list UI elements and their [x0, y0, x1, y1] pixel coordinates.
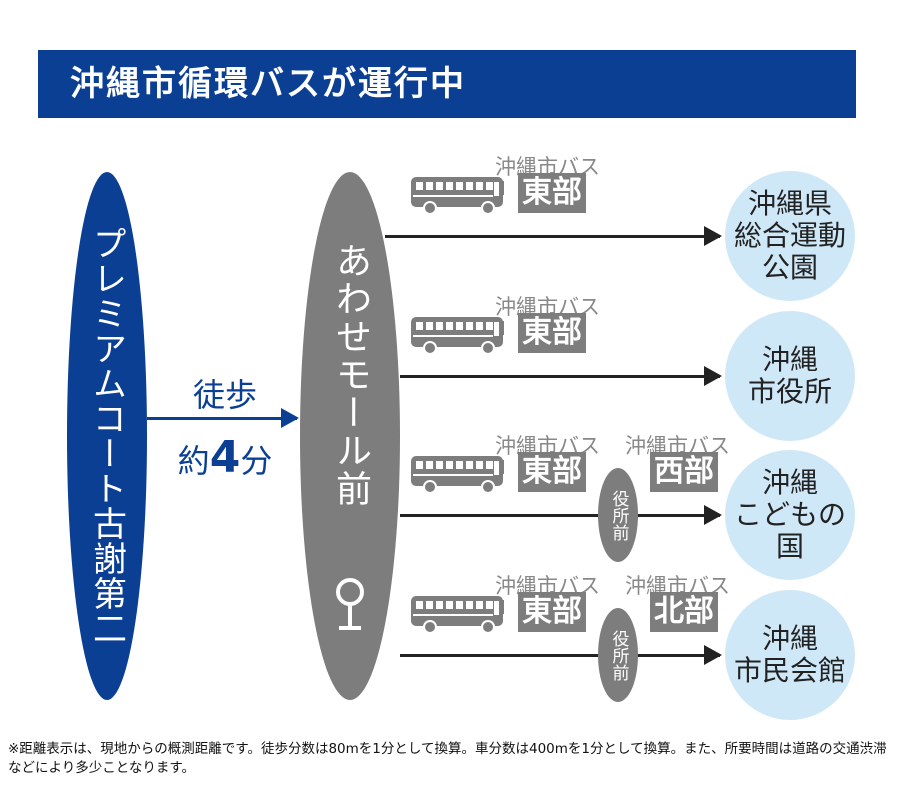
walk-arrow [147, 408, 299, 428]
walk-unit: 分 [240, 442, 273, 480]
bus-stop-icon [336, 578, 364, 630]
transfer-stop: 役所前 [598, 608, 638, 702]
hub-name: あわせモール前 [330, 242, 371, 508]
hub-stop: あわせモール前 [300, 172, 400, 700]
line-badge: 東部 [518, 452, 586, 492]
route-arrow [400, 505, 722, 525]
walk-minutes: 4 [209, 432, 241, 483]
line-badge: 東部 [518, 313, 586, 353]
origin-property: プレミアムコート古謝第二 [67, 172, 147, 700]
route-arrow [400, 645, 722, 665]
bus-icon [410, 454, 506, 500]
line-badge-2: 北部 [650, 592, 718, 632]
page-title: 沖縄市循環バスが運行中 [38, 50, 856, 118]
walk-label: 徒歩 [192, 376, 257, 414]
transfer-stop: 役所前 [598, 468, 638, 562]
route-arrow [385, 226, 722, 246]
line-badge-2: 西部 [650, 452, 718, 492]
footnote: ※距離表示は、現地からの概測距離です。徒歩分数は80mを1分として換算。車分数は… [8, 741, 887, 776]
destination: 沖縄県 総合運動 公園 [725, 171, 855, 301]
line-badge: 東部 [518, 173, 586, 213]
bus-icon [410, 594, 506, 640]
walk-time: 約4分 [150, 432, 300, 483]
bus-icon [410, 175, 506, 221]
walk-prefix: 約 [177, 442, 210, 480]
destination: 沖縄 市役所 [725, 311, 855, 441]
destination: 沖縄 こどもの 国 [725, 450, 855, 580]
line-badge: 東部 [518, 592, 586, 632]
bus-icon [410, 315, 506, 361]
destination: 沖縄 市民会館 [725, 590, 855, 720]
route-arrow [400, 366, 722, 386]
